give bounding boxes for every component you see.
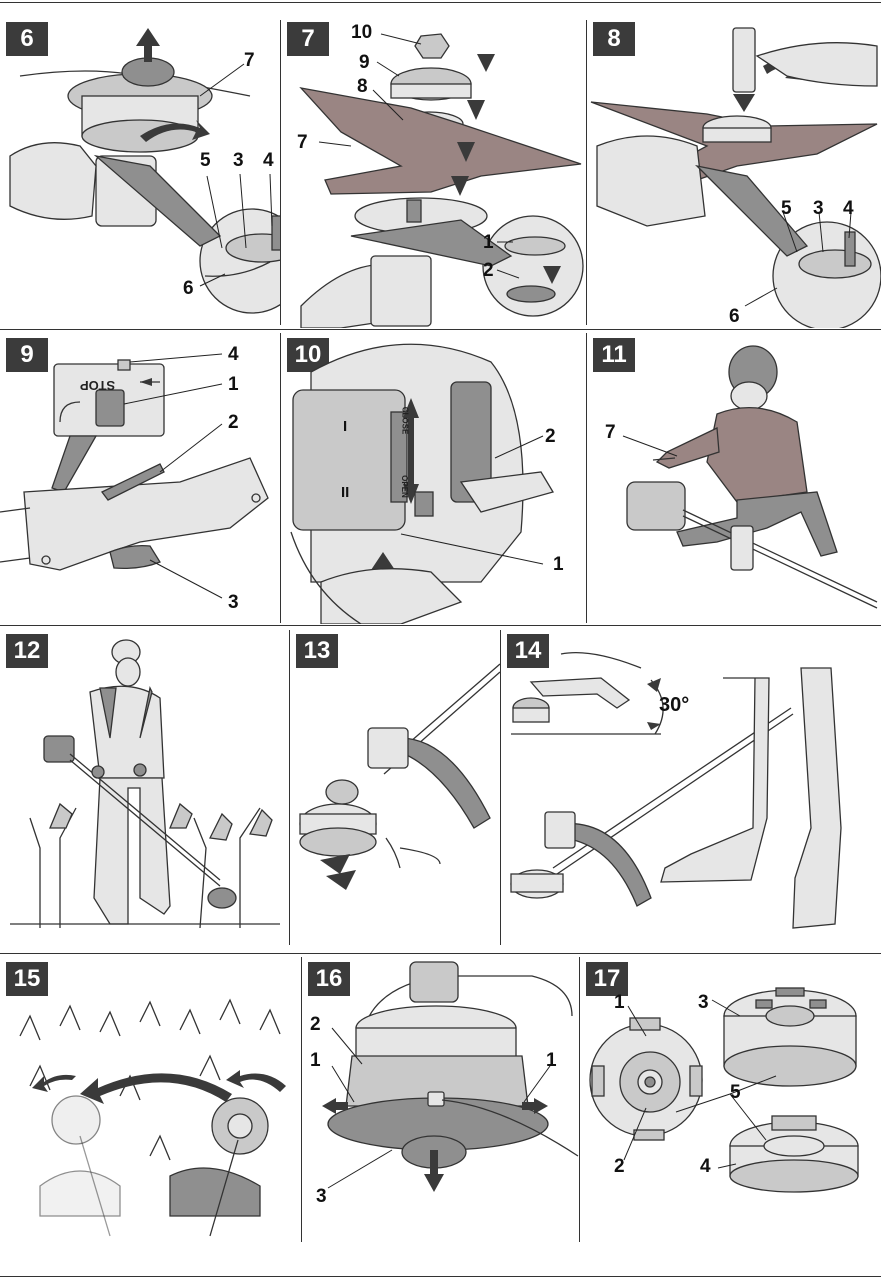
figure-number: 13	[296, 634, 338, 668]
choke-mark-2: II	[341, 484, 350, 501]
callout-label: 6	[183, 278, 194, 299]
starting-position-drawing	[622, 345, 878, 609]
callout-label: 3	[228, 592, 239, 613]
blade-assembly-drawing	[299, 33, 584, 328]
callout-label: 1	[614, 992, 625, 1013]
callout-label: 3	[316, 1186, 327, 1207]
callout-label: 3	[698, 992, 709, 1013]
col-divider	[579, 957, 580, 1242]
callout-label: 3	[813, 198, 824, 219]
figure-number: 11	[593, 338, 635, 372]
figure-12: 12	[0, 628, 289, 948]
figure-number: 9	[6, 338, 48, 372]
choke-lever-drawing	[290, 343, 554, 624]
col-divider	[301, 957, 302, 1242]
open-position-label: OPEN	[399, 475, 409, 498]
row-divider-2	[0, 625, 881, 626]
spool-cover-removal-drawing	[322, 961, 579, 1192]
blade-nut-tightening-drawing	[590, 27, 881, 328]
callout-label: 4	[263, 150, 274, 171]
figure-15: 15	[0, 956, 301, 1246]
figure-7: 7 10 9	[281, 16, 586, 328]
col-divider	[280, 20, 281, 325]
callout-label: 4	[700, 1156, 711, 1177]
close-position-label: CLOSE	[400, 406, 410, 435]
trimmer-head-removal-drawing	[9, 28, 280, 314]
angle-label: 30°	[659, 694, 690, 716]
callout-label: 1	[546, 1050, 557, 1071]
callout-label: 7	[605, 422, 616, 443]
callout-label: 1	[483, 232, 494, 253]
operator-trimming-drawing	[10, 639, 280, 929]
figure-number: 15	[6, 962, 48, 996]
callout-label: 1	[553, 554, 564, 575]
figure-number: 14	[507, 634, 549, 668]
cutting-angle-drawing	[510, 651, 842, 929]
mowing-direction-drawing	[19, 998, 286, 1237]
choke-mark-1: I	[343, 418, 348, 435]
callout-label: 10	[351, 22, 373, 43]
callout-label: 1	[228, 374, 239, 395]
callout-label: 4	[843, 198, 854, 219]
callout-label: 3	[233, 150, 244, 171]
figure-number: 12	[6, 634, 48, 668]
spool-components-drawing	[589, 987, 859, 1193]
figure-number: 7	[287, 22, 329, 56]
callout-label: 5	[730, 1082, 741, 1103]
callout-label: 6	[729, 306, 740, 327]
trimmer-head-on-ground-drawing	[299, 663, 500, 890]
top-rule	[0, 2, 881, 3]
callout-label: 1	[310, 1050, 321, 1071]
figure-number: 17	[586, 962, 628, 996]
figure-9: 9 STOP 4 1 2 3	[0, 332, 280, 624]
callout-label: 2	[483, 260, 494, 281]
callout-label: 7	[244, 50, 255, 71]
callout-label: 8	[357, 76, 368, 97]
callout-label: 2	[545, 426, 556, 447]
col-divider	[586, 20, 587, 325]
callout-label: 5	[781, 198, 792, 219]
figure-13: 13	[290, 628, 500, 948]
col-divider	[280, 333, 281, 623]
callout-label: 7	[297, 132, 308, 153]
figure-16: 16 2 1 1 3	[302, 956, 579, 1246]
figure-number: 6	[6, 22, 48, 56]
callout-label: 9	[359, 52, 370, 73]
figure-8: 8 5 3 4 6	[587, 16, 881, 328]
bottom-rule	[0, 1276, 881, 1277]
row-divider-1	[0, 329, 881, 330]
stop-switch-label: STOP	[80, 378, 116, 393]
col-divider	[289, 630, 290, 945]
figure-14: 14 30°	[501, 628, 881, 948]
figure-number: 10	[287, 338, 329, 372]
callout-label: 2	[228, 412, 239, 433]
callout-label: 5	[200, 150, 211, 171]
figure-6: 6 7 5 3 4 6	[0, 16, 280, 328]
figure-11: 11 7	[587, 332, 881, 624]
callout-label: 2	[614, 1156, 625, 1177]
handle-stop-switch-drawing	[0, 353, 269, 599]
figure-number: 8	[593, 22, 635, 56]
callout-label: 2	[310, 1014, 321, 1035]
row-divider-3	[0, 953, 881, 954]
figure-number: 16	[308, 962, 350, 996]
col-divider	[500, 630, 501, 945]
callout-label: 4	[228, 344, 239, 365]
col-divider	[586, 333, 587, 623]
figure-17: 17	[580, 956, 881, 1246]
figure-10: 10 CLOSE OPEN I II 2 1	[281, 332, 586, 624]
